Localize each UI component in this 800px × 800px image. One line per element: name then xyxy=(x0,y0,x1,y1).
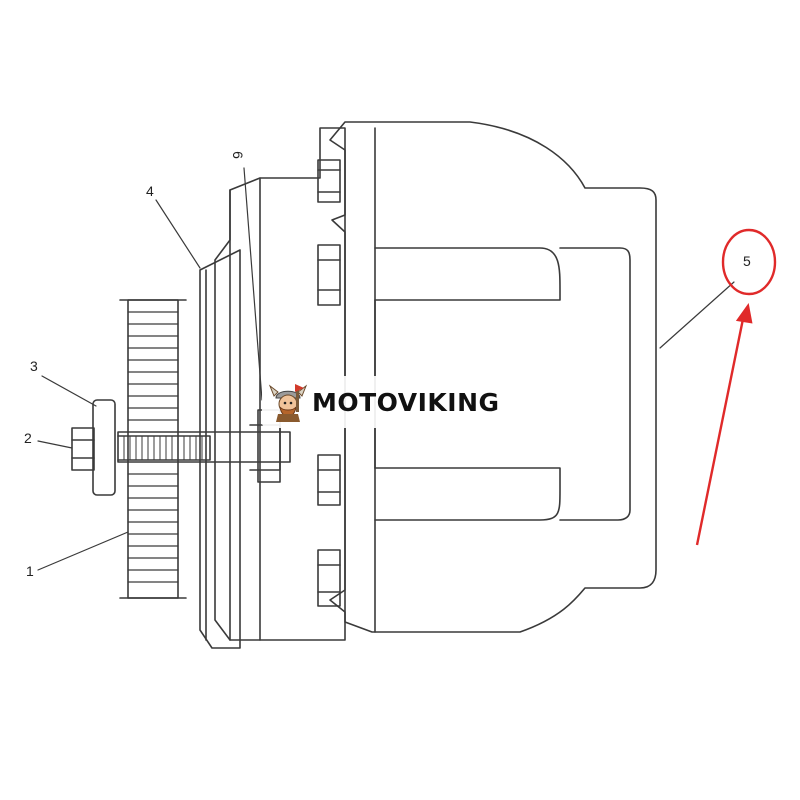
callout-4: 4 xyxy=(146,183,154,199)
leader-3 xyxy=(41,375,97,407)
threaded-end xyxy=(117,435,211,461)
leader-1 xyxy=(37,531,129,571)
highlight-annotation xyxy=(695,228,777,546)
motoviking-watermark: MOTOVIKING xyxy=(262,376,534,428)
gear-teeth xyxy=(127,311,179,583)
leader-4 xyxy=(155,199,201,269)
washer xyxy=(92,399,116,496)
highlight-arrow-shaft xyxy=(695,313,746,546)
bolt-upper xyxy=(317,244,341,306)
callout-6: 6 xyxy=(229,151,246,159)
hex-nut xyxy=(71,427,95,471)
callout-5: 5 xyxy=(743,253,751,269)
bolt-bottom xyxy=(317,549,341,607)
spacer-plate xyxy=(199,249,241,649)
housing-inner-top xyxy=(374,247,561,301)
housing-inner-panel xyxy=(559,247,631,521)
callout-2: 2 xyxy=(24,430,32,446)
leader-2 xyxy=(37,440,73,449)
bolt-lower xyxy=(317,454,341,506)
highlight-circle xyxy=(721,228,777,296)
highlight-arrow-head xyxy=(735,303,753,324)
viking-mascot-icon xyxy=(268,384,308,422)
leader-5 xyxy=(659,281,735,349)
leader-6 xyxy=(243,167,263,401)
callout-3: 3 xyxy=(30,358,38,374)
flange-plate xyxy=(214,127,346,641)
brand-name: MOTOVIKING xyxy=(312,387,500,417)
housing-inner-bottom xyxy=(374,467,561,521)
drive-shaft xyxy=(117,431,291,463)
callout-1: 1 xyxy=(26,563,34,579)
bolt-top xyxy=(317,159,341,203)
housing-outline xyxy=(329,121,657,633)
